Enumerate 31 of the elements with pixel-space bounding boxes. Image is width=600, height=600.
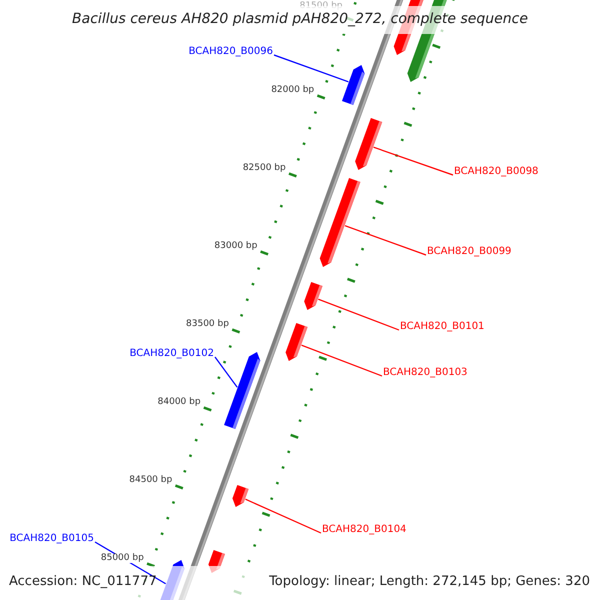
gene-label: BCAH820_B0105 <box>10 534 94 544</box>
gene-label: BCAH820_B0096 <box>188 47 273 57</box>
gene-feature <box>286 322 308 361</box>
leader-line <box>245 498 322 534</box>
gene-label: BCAH820_B0098 <box>454 167 538 177</box>
gene-feature <box>224 352 260 430</box>
summary-text: Topology: linear; Length: 272,145 bp; Genes: 320 <box>269 575 590 588</box>
leader-line <box>318 298 400 331</box>
gene-feature <box>232 484 249 507</box>
position-label: 85000 bp <box>100 554 144 563</box>
gene-label: BCAH820_B0104 <box>322 525 406 535</box>
position-label: 84500 bp <box>129 476 172 485</box>
position-label: 84000 bp <box>158 398 201 407</box>
leader-line <box>344 225 426 256</box>
gene-label: BCAH820_B0102 <box>130 349 214 359</box>
gene-feature <box>355 118 382 170</box>
gene-label: BCAH820_B0103 <box>383 368 468 378</box>
gene-label: BCAH820_B0101 <box>400 322 484 332</box>
position-label: 83000 bp <box>214 242 258 251</box>
position-label: 83500 bp <box>186 320 229 329</box>
leader-line <box>274 54 349 82</box>
leader-line <box>214 356 238 388</box>
gene-feature <box>304 282 322 310</box>
position-label: 82000 bp <box>271 86 314 95</box>
gene-feature <box>342 65 365 106</box>
accession-text: Accession: NC_011777 <box>9 575 157 588</box>
gene-feature <box>320 178 360 267</box>
gene-label: BCAH820_B0099 <box>427 247 512 257</box>
position-label: 82500 bp <box>242 164 286 173</box>
leader-line <box>373 146 454 176</box>
leader-line <box>301 344 382 377</box>
